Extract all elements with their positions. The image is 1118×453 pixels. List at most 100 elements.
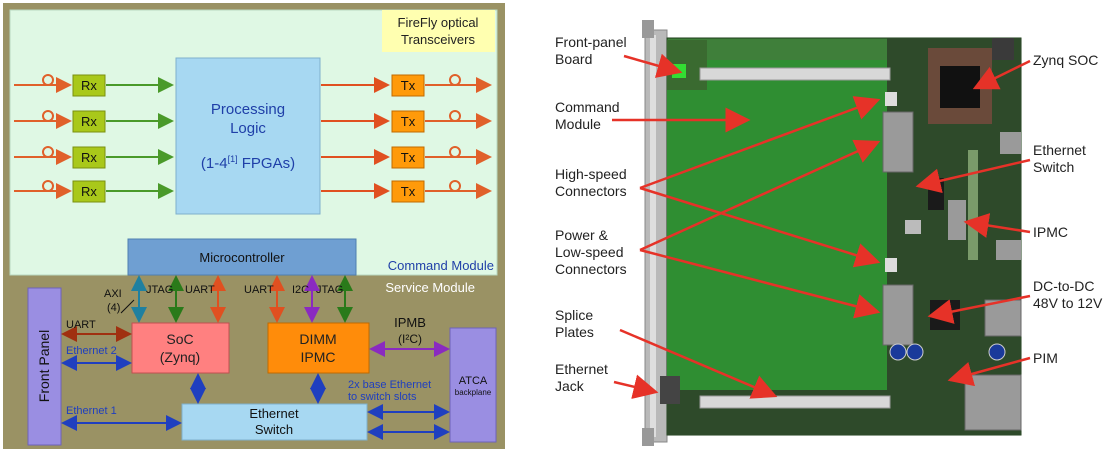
fiber-loop-tx bbox=[449, 146, 461, 158]
tx-label: Tx bbox=[401, 114, 416, 129]
right-connector-1 bbox=[992, 38, 1014, 60]
service-module-label: Service Module bbox=[385, 280, 475, 295]
firefly-label-line1: FireFly optical bbox=[398, 15, 479, 30]
high-speed-connector-2 bbox=[882, 284, 914, 346]
dimm-label-line2: IPMC bbox=[301, 349, 336, 365]
arrow-front-panel-board bbox=[623, 53, 683, 78]
arrow-ipmc bbox=[963, 213, 1031, 238]
axi-label: AXI bbox=[104, 288, 122, 300]
rx-label: Rx bbox=[81, 114, 97, 129]
firefly-label-line2: Transceivers bbox=[401, 32, 475, 47]
axi-pointer bbox=[120, 299, 135, 314]
ethernet-jack bbox=[660, 376, 680, 404]
tx-box bbox=[391, 180, 425, 203]
rx-box bbox=[72, 74, 106, 97]
uart-front-label: UART bbox=[66, 319, 96, 331]
axi-count-label: (4) bbox=[107, 302, 120, 314]
jtag-label-a: JTAG bbox=[146, 284, 173, 296]
splice-plate-bottom bbox=[699, 395, 891, 409]
capacitor-1 bbox=[889, 343, 907, 361]
arrow-dcdc bbox=[927, 294, 1031, 324]
label-power-1: Power & bbox=[555, 227, 609, 243]
label-dcdc-2: 48V to 12V bbox=[1033, 295, 1103, 311]
switch-label-line2: Switch bbox=[255, 422, 293, 437]
label-command-module-1: Command bbox=[555, 99, 620, 115]
dimm-label-line1: DIMM bbox=[299, 331, 336, 347]
label-front-panel-board-1: Front-panel bbox=[555, 34, 627, 50]
base-ethernet-label-2: to switch slots bbox=[348, 391, 417, 403]
command-module-label: Command Module bbox=[388, 258, 494, 273]
front-panel-strip-edge bbox=[650, 35, 656, 437]
fiber-loop-tx bbox=[449, 180, 461, 192]
label-power-2: Low-speed bbox=[555, 244, 624, 260]
rx-box bbox=[72, 180, 106, 203]
arrow-pim bbox=[947, 356, 1031, 387]
processing-logic-line2: Logic bbox=[230, 120, 266, 137]
label-dcdc-1: DC-to-DC bbox=[1033, 278, 1094, 294]
label-high-speed-1: High-speed bbox=[555, 166, 627, 182]
fiber-loop-tx bbox=[449, 74, 461, 86]
rx-label: Rx bbox=[81, 78, 97, 93]
soc-label-line1: SoC bbox=[166, 331, 193, 347]
tx-box bbox=[391, 74, 425, 97]
footnote-ref: [1] bbox=[228, 154, 238, 164]
pim-module bbox=[964, 374, 1022, 431]
label-high-speed-2: Connectors bbox=[555, 183, 627, 199]
label-command-module-2: Module bbox=[555, 116, 601, 132]
soc-block bbox=[131, 322, 230, 374]
right-connector-3 bbox=[996, 240, 1021, 260]
misc-chip-1 bbox=[905, 220, 921, 234]
fiber-loop-tx bbox=[449, 110, 461, 122]
arrow-ethernet-jack bbox=[613, 374, 659, 399]
uart-label-a: UART bbox=[185, 284, 215, 296]
ipmb-i2c-label: (I²C) bbox=[398, 332, 422, 346]
uart-label-b: UART bbox=[244, 284, 274, 296]
arrow-high-speed-2 bbox=[639, 186, 881, 268]
i2c-label: I2C bbox=[292, 284, 309, 296]
atca-backplane-block bbox=[449, 327, 497, 443]
arrow-power-1 bbox=[639, 139, 881, 252]
atca-label-line1: ATCA bbox=[459, 375, 488, 387]
processing-logic-line1: Processing bbox=[211, 101, 285, 118]
ipmb-label: IPMB bbox=[394, 315, 426, 330]
top-handle bbox=[642, 20, 654, 38]
high-speed-connector-1 bbox=[882, 111, 914, 173]
rx-box bbox=[72, 146, 106, 169]
label-front-panel-board-2: Board bbox=[555, 51, 592, 67]
label-splice-1: Splice bbox=[555, 307, 593, 323]
dcdc-module bbox=[984, 299, 1022, 337]
capacitor-3 bbox=[988, 343, 1006, 361]
arrow-zynq-soc bbox=[972, 59, 1031, 90]
capacitor-2 bbox=[906, 343, 924, 361]
label-ethernet-switch-2: Switch bbox=[1033, 159, 1074, 175]
zynq-chip bbox=[940, 66, 980, 108]
processing-logic-block bbox=[175, 57, 321, 215]
rx-box bbox=[72, 110, 106, 133]
label-ethernet-jack-1: Ethernet bbox=[555, 361, 608, 377]
bottom-handle bbox=[642, 428, 654, 446]
label-ethernet-jack-2: Jack bbox=[555, 378, 585, 394]
low-speed-connector-1 bbox=[885, 92, 897, 106]
ethernet-switch-block bbox=[181, 403, 368, 441]
arrow-high-speed-1 bbox=[639, 96, 881, 190]
tx-label: Tx bbox=[401, 150, 416, 165]
ipmc-dimm bbox=[968, 150, 978, 260]
label-pim: PIM bbox=[1033, 350, 1058, 366]
ipmc-chip bbox=[948, 200, 966, 240]
label-zynq-soc: Zynq SOC bbox=[1033, 52, 1098, 68]
label-splice-2: Plates bbox=[555, 324, 594, 340]
label-ethernet-switch-1: Ethernet bbox=[1033, 142, 1086, 158]
tx-box bbox=[391, 146, 425, 169]
tx-label: Tx bbox=[401, 78, 416, 93]
jtag-label-b: JTAG bbox=[316, 284, 343, 296]
arrow-power-2 bbox=[639, 248, 881, 319]
soc-label-line2: (Zynq) bbox=[160, 349, 200, 365]
arrow-ethernet-switch bbox=[915, 158, 1031, 194]
board-photo: Front-panel Board Command Module High-sp… bbox=[555, 20, 1103, 446]
firefly-label-box bbox=[382, 10, 495, 52]
label-ipmc: IPMC bbox=[1033, 224, 1068, 240]
